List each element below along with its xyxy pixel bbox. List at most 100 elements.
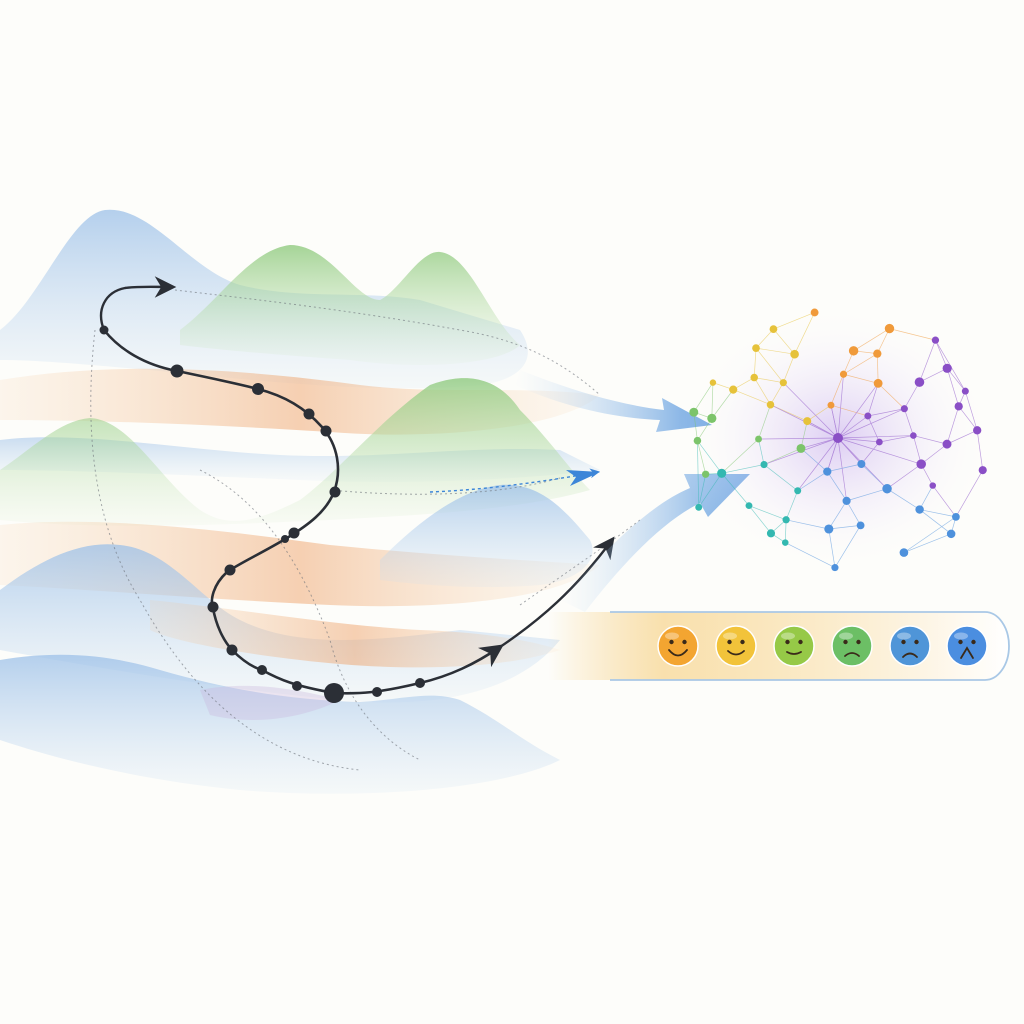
network-edge bbox=[903, 533, 952, 553]
network-edge bbox=[693, 412, 698, 441]
wave-layer-blue-front-2 bbox=[0, 654, 560, 794]
network-node bbox=[717, 468, 727, 478]
network-edge bbox=[693, 382, 714, 413]
network-edge bbox=[886, 488, 920, 510]
trajectory-path bbox=[99, 276, 615, 703]
sad-face-icon bbox=[831, 625, 873, 667]
network-edge bbox=[748, 505, 772, 534]
network-edge bbox=[698, 473, 722, 508]
network-edge bbox=[920, 443, 948, 465]
network-node bbox=[823, 467, 832, 476]
network-node bbox=[884, 323, 895, 334]
network-edge bbox=[763, 464, 798, 492]
network-node bbox=[745, 502, 753, 510]
network-edge bbox=[830, 374, 844, 406]
guide-curve-3 bbox=[329, 477, 561, 495]
network-edge bbox=[800, 437, 839, 449]
trajectory-loop-start bbox=[99, 276, 177, 331]
guide-curve-5 bbox=[519, 519, 641, 606]
network-edges bbox=[693, 312, 984, 568]
network-edge bbox=[837, 415, 869, 439]
network-edge bbox=[919, 509, 956, 518]
trajectory-node bbox=[252, 383, 264, 395]
network-edge bbox=[758, 437, 839, 440]
network-node bbox=[755, 435, 762, 443]
network-edge bbox=[733, 389, 771, 406]
network-edge bbox=[976, 430, 984, 471]
network-edge bbox=[958, 406, 978, 431]
slight-smile-face-icon bbox=[773, 625, 815, 667]
network-graph bbox=[678, 303, 998, 573]
trajectory-node bbox=[292, 681, 302, 691]
network-node bbox=[790, 349, 799, 359]
network-edge bbox=[867, 415, 880, 443]
wave-layer-orange-3 bbox=[150, 600, 560, 668]
network-node bbox=[693, 436, 702, 445]
network-edge bbox=[697, 440, 700, 508]
network-edge bbox=[770, 382, 784, 405]
network-edge bbox=[886, 463, 922, 489]
network-edge bbox=[853, 328, 890, 352]
network-node bbox=[750, 373, 758, 382]
network-node bbox=[900, 405, 908, 413]
network-edge bbox=[932, 485, 957, 518]
network-edge bbox=[828, 528, 836, 568]
network-edge bbox=[797, 471, 828, 492]
network-node bbox=[782, 539, 789, 546]
network-edge bbox=[800, 421, 808, 449]
network-node bbox=[961, 387, 969, 395]
network-edge bbox=[826, 471, 847, 502]
network-node bbox=[760, 460, 768, 469]
network-node bbox=[695, 503, 703, 511]
network-edge bbox=[828, 525, 861, 530]
emotion-faces bbox=[657, 625, 988, 667]
network-node bbox=[803, 417, 812, 426]
worried-face-icon bbox=[889, 625, 931, 667]
trajectory-node bbox=[226, 644, 238, 656]
network-node bbox=[899, 548, 909, 557]
network-edge bbox=[763, 448, 802, 465]
network-node bbox=[931, 336, 940, 344]
network-node bbox=[766, 529, 776, 538]
network-node bbox=[839, 370, 848, 378]
network-edge bbox=[755, 347, 795, 355]
network-edge bbox=[784, 519, 787, 543]
network-edge bbox=[786, 519, 829, 530]
network-edge bbox=[867, 383, 879, 417]
network-edge bbox=[837, 435, 914, 439]
network-edge bbox=[843, 373, 879, 384]
network-node bbox=[857, 459, 866, 469]
flow-arrow-small-head bbox=[566, 470, 600, 486]
network-node bbox=[954, 402, 963, 411]
network-edge bbox=[721, 438, 759, 474]
network-edge bbox=[913, 435, 948, 445]
network-edge bbox=[828, 500, 847, 530]
network-node bbox=[856, 521, 865, 530]
network-node bbox=[942, 363, 952, 373]
network-edge bbox=[946, 368, 966, 392]
network-node bbox=[929, 482, 936, 489]
network-edge bbox=[913, 435, 922, 465]
network-edge bbox=[697, 440, 722, 474]
flow-arrow-dotted bbox=[429, 468, 600, 493]
network-edge bbox=[904, 408, 914, 436]
network-edge bbox=[797, 437, 839, 491]
network-edge bbox=[965, 391, 978, 431]
network-edge bbox=[827, 463, 862, 472]
network-node bbox=[946, 529, 956, 539]
network-edge bbox=[837, 437, 922, 465]
trajectory-node bbox=[415, 678, 425, 688]
network-node bbox=[875, 438, 883, 446]
trajectory-node bbox=[99, 325, 109, 335]
network-node bbox=[794, 487, 802, 495]
trajectory-node bbox=[320, 425, 332, 437]
network-edge bbox=[758, 404, 771, 440]
network-edge bbox=[830, 404, 868, 417]
wave-layer-green-2 bbox=[0, 378, 590, 526]
network-node bbox=[842, 496, 851, 505]
network-node bbox=[752, 344, 760, 352]
network-edge bbox=[826, 437, 839, 472]
network-edge bbox=[837, 374, 844, 439]
network-node bbox=[824, 524, 834, 534]
